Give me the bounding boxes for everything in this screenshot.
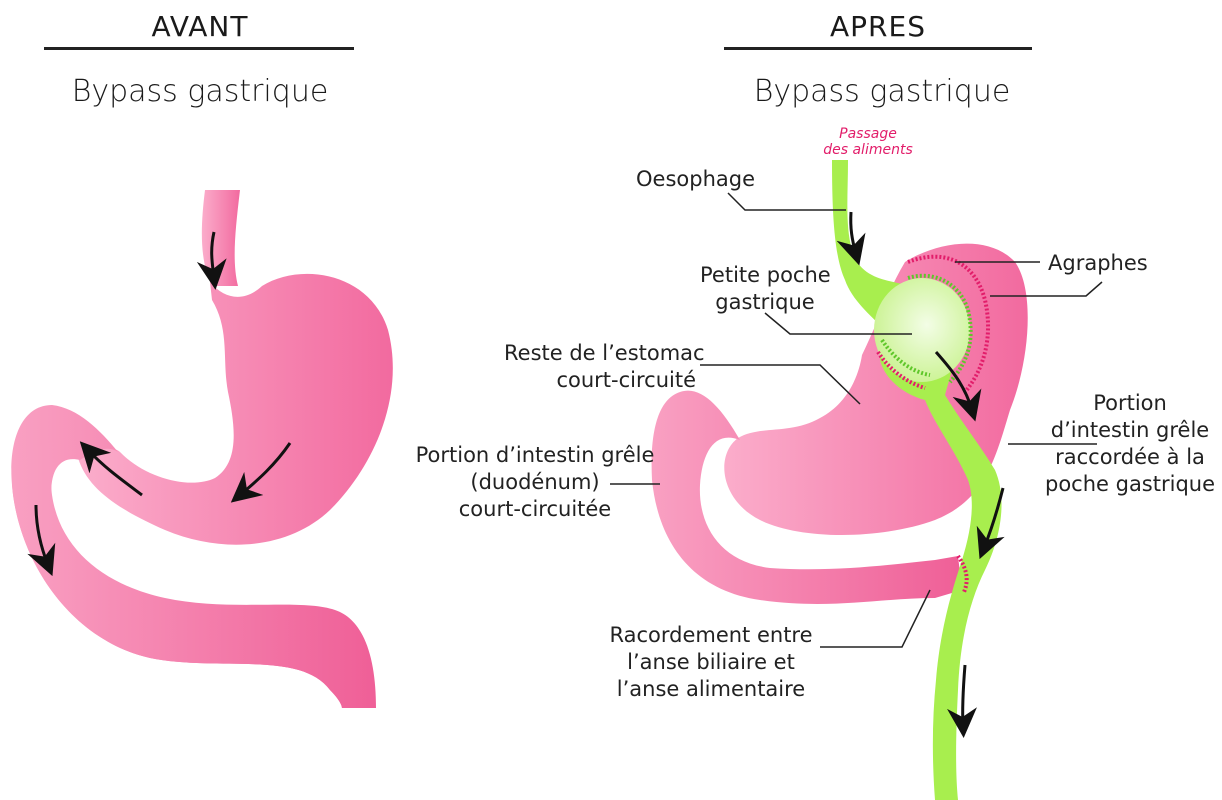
leader-reste-estomac bbox=[700, 365, 860, 404]
label-agraphes: Agraphes bbox=[1048, 250, 1148, 277]
label-reste-estomac-line-2: court-circuité bbox=[504, 367, 696, 394]
label-duodenum: Portion d’intestin grêle (duodénum) cour… bbox=[410, 442, 660, 523]
label-duodenum-line-1: Portion d’intestin grêle bbox=[410, 442, 660, 469]
flow-label-line-1: Passage bbox=[808, 126, 928, 142]
label-racordement: Racordement entre l’anse biliaire et l’a… bbox=[606, 622, 816, 703]
label-portion-raccordee: Portion d’intestin grêle raccordée à la … bbox=[1040, 390, 1220, 498]
label-petite-poche: Petite poche gastrique bbox=[700, 262, 830, 316]
label-duodenum-line-3: court-circuitée bbox=[410, 496, 660, 523]
label-portion-raccordee-line-4: poche gastrique bbox=[1040, 471, 1220, 498]
label-petite-poche-line-2: gastrique bbox=[700, 289, 830, 316]
label-portion-raccordee-line-2: d’intestin grêle bbox=[1040, 417, 1220, 444]
leader-oesophage bbox=[728, 193, 846, 210]
label-racordement-line-2: l’anse biliaire et bbox=[606, 649, 816, 676]
label-duodenum-line-2: (duodénum) bbox=[410, 469, 660, 496]
flow-label: Passage des aliments bbox=[808, 126, 928, 158]
before-stomach bbox=[11, 190, 392, 708]
label-reste-estomac-line-1: Reste de l’estomac bbox=[504, 340, 696, 367]
label-reste-estomac: Reste de l’estomac court-circuité bbox=[504, 340, 696, 394]
label-racordement-line-3: l’anse alimentaire bbox=[606, 676, 816, 703]
label-racordement-line-1: Racordement entre bbox=[606, 622, 816, 649]
label-portion-raccordee-line-3: raccordée à la bbox=[1040, 444, 1220, 471]
label-oesophage: Oesophage bbox=[636, 166, 755, 193]
flow-label-line-2: des aliments bbox=[808, 142, 928, 158]
label-portion-raccordee-line-1: Portion bbox=[1040, 390, 1220, 417]
label-petite-poche-line-1: Petite poche bbox=[700, 262, 830, 289]
